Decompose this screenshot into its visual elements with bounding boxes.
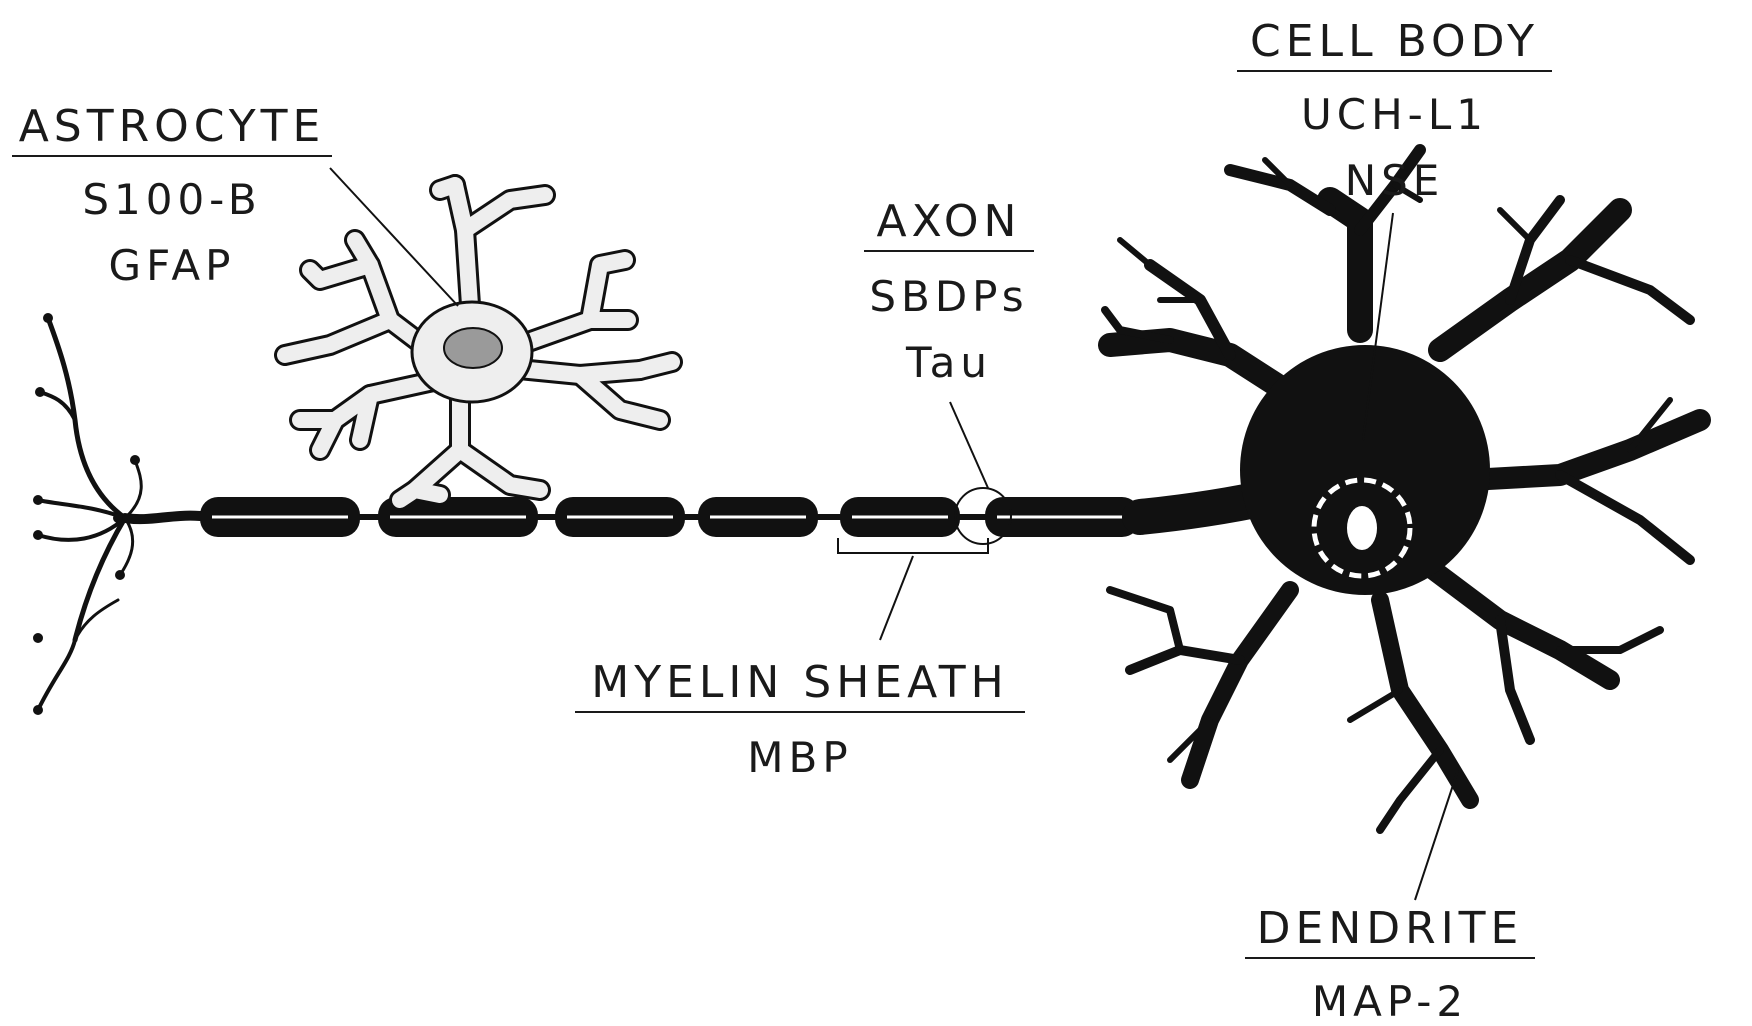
myelin-sheath-marker-mbp: MBP xyxy=(575,737,1025,779)
axon-marker-tau: Tau xyxy=(864,342,1034,384)
myelin-bracket xyxy=(838,538,988,553)
cell-body-label: CELL BODY UCH-L1 NSE xyxy=(1237,20,1552,202)
astrocyte-marker-s100b: S100-B xyxy=(12,179,332,221)
astrocyte-marker-gfap: GFAP xyxy=(12,245,332,287)
axon-leader xyxy=(950,402,988,488)
astrocyte-title: ASTROCYTE xyxy=(12,105,332,157)
cell-body-title: CELL BODY xyxy=(1237,20,1552,72)
dendrite-leader xyxy=(1415,770,1458,900)
axon-title: AXON xyxy=(864,200,1034,252)
myelin-leader xyxy=(880,556,913,640)
axon-marker-sbdps: SBDPs xyxy=(864,276,1034,318)
cell-nucleus xyxy=(1347,506,1377,550)
dendrite-label: DENDRITE MAP-2 xyxy=(1245,907,1535,1023)
cell-body xyxy=(1240,345,1490,595)
astrocyte-cell xyxy=(285,185,672,500)
astrocyte-nucleus xyxy=(444,328,502,368)
astrocyte-label: ASTROCYTE S100-B GFAP xyxy=(12,105,332,287)
cell-body-marker-nse: NSE xyxy=(1237,160,1552,202)
dendrite-title: DENDRITE xyxy=(1245,907,1535,959)
dendrite-marker-map2: MAP-2 xyxy=(1245,981,1535,1023)
cell-body-marker-uchl1: UCH-L1 xyxy=(1237,94,1552,136)
myelin-sheath-label: MYELIN SHEATH MBP xyxy=(575,661,1025,779)
axon-label: AXON SBDPs Tau xyxy=(864,200,1034,384)
myelin-sheath-title: MYELIN SHEATH xyxy=(575,661,1025,713)
